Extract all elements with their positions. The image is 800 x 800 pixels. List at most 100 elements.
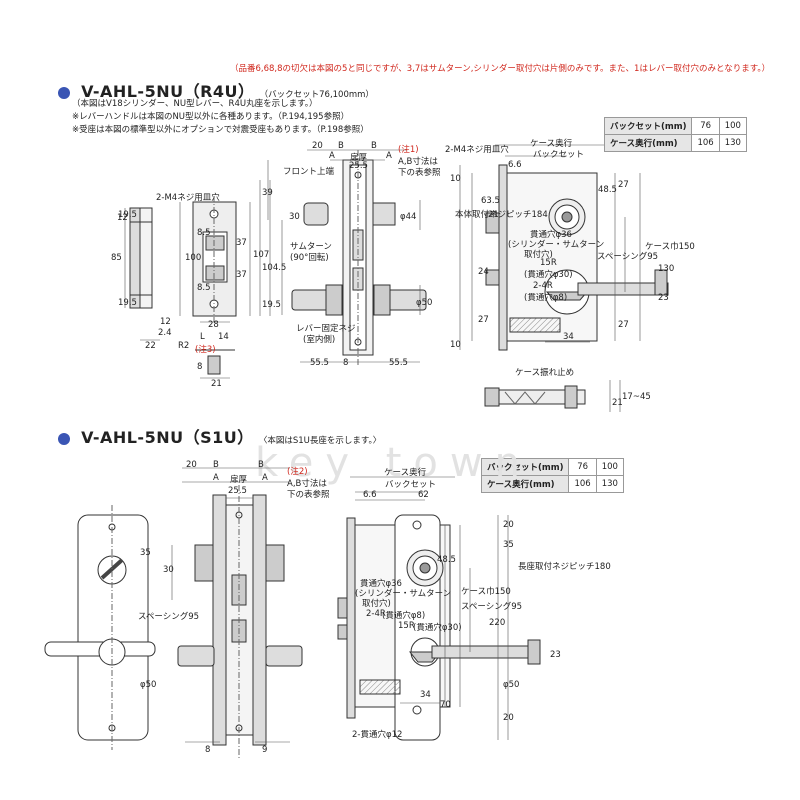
edge-dimension-lines-2 [171,467,290,743]
dim-22: 22 [145,341,156,351]
spec-table-bottom: バックセット(mm) 76 100 ケース奥行(mm) 106 130 [480,458,624,493]
table-cell-label: ケース奥行(mm) [603,134,693,152]
section2-desc: 〈本図はS1U長座を示します。〉 [258,436,382,446]
section1-header: V-AHL-5NU（R4U） （バックセット76,100mm） [58,78,374,102]
table-row: バックセット(mm) 76 100 [603,117,747,135]
dim-R2: R2 [178,341,190,351]
label-m4-screw: 2-M4ネジ用皿穴 [156,193,220,203]
dim-8: 8 [197,362,203,372]
dim-34: 34 [563,332,574,342]
dim-6-6: 6.6 [508,160,522,170]
table-cell: 130 [595,475,624,493]
dim-30-2: 30 [163,565,174,575]
dim-10b: 10 [450,340,461,350]
label-spacing95-2: スペーシング95 [138,612,200,622]
label-ab-note1: A,B寸法は [398,157,438,167]
lock-body-front-view-2 [337,514,541,741]
dim-62: 62 [418,490,429,500]
dim-100: 100 [185,253,202,263]
dim-55-5b: 55.5 [389,358,408,368]
dim-8-2: 8 [205,745,211,755]
dim-20b: 20 [503,520,514,530]
label-ab-note2-2: 下の表参照 [287,490,330,500]
label-cyl-thumb2-2: 取付穴) [362,599,391,609]
label-spacing95-3: スペーシング95 [461,602,523,612]
label-thumbturn: サムターン [290,242,332,252]
label-ab-note1-2: A,B寸法は [287,479,327,489]
table-cell-label: ケース奥行(mm) [480,475,570,493]
dim-23-2: 23 [550,650,561,660]
dim-17-45: 17~45 [622,392,651,402]
dim-130: 130 [658,264,675,274]
table-cell-label: バックセット(mm) [480,458,570,476]
dim-21: 21 [211,379,222,389]
dim-50-3: φ50 [503,680,520,690]
label-lever-screw: レバー固定ネジ [296,324,356,334]
section1-desc: （本図はV18シリンダー、NU型レバー、R4U丸座を示します。） [72,99,318,109]
lock-body-front-view [485,164,669,351]
note3-red: (注3) [195,345,216,355]
dim-21c: 21 [612,398,623,408]
dim-55-5a: 55.5 [310,358,329,368]
label-m4-screw-2: 2-M4ネジ用皿穴 [445,145,509,155]
top-note: （品番6,68,8の切欠は本図の5と同じですが、3,7はサムターン,シリンダー取… [230,64,771,74]
label-r2-4-2: 2-4R [366,609,386,619]
dim-50: φ50 [416,298,433,308]
section1-note2: ※受座は本図の標準型以外にオプションで対震受座もあります。（P.198参照） [72,125,369,135]
dim-8-5a: 8.5 [197,228,211,238]
section1-backset: （バックセット76,100mm） [259,90,374,100]
label-ab-note2: 下の表参照 [398,168,441,178]
lock-edge-view [291,150,427,365]
dim-21b: 21 [488,210,499,220]
strike-plate-side-view [129,207,153,309]
label-two-hole12: 2-貫通穴φ12 [352,730,403,740]
dim-37a: 37 [236,238,247,248]
front-dimension-lines-2 [350,476,509,740]
dim-19-5c: 19.5 [262,300,281,310]
dim-B2-2: B [258,460,264,470]
dim-10a: 10 [450,174,461,184]
label-case-stop: ケース振れ止め [515,368,575,378]
dim-L: L [200,332,205,342]
strike-dimension-lines [124,180,271,379]
watermark: key town [255,440,532,486]
dim-A-2: A [213,473,219,483]
dim-9: 9 [262,745,268,755]
label-fusatsu: 扉厚 [350,153,368,163]
note2-red: (注2) [287,467,308,477]
label-case-depth-2: ケース奥行 [384,468,427,478]
label-through-hole30: (貫通穴φ30) [524,270,573,280]
table-row: ケース奥行(mm) 106 130 [603,134,747,152]
label-thumbturn-rot: (90°回転) [290,253,329,263]
dim-48-5-2: 48.5 [437,555,456,565]
section-bullet-icon [58,86,70,99]
label-cyl-thumb-2: (シリンダー・サムターン [355,589,452,599]
dim-50-2: φ50 [140,680,157,690]
dim-35a: 35 [140,548,151,558]
dim-2-4: 2.4 [158,328,172,338]
label-r15: 15R [540,258,557,268]
section-bullet-icon [58,432,70,445]
dim-B: B [338,141,344,151]
dim-34-2: 34 [420,690,431,700]
dim-20c: 20 [503,713,514,723]
label-through-hole8: (貫通穴φ8) [524,293,568,303]
lock-edge-view-2 [177,485,303,760]
note1-red: (注1) [398,145,419,155]
dim-A2-2: A [262,473,268,483]
section2-title: V-AHL-5NU（S1U） [81,428,254,447]
dim-8-5b: 8.5 [197,283,211,293]
dim-220: 220 [489,618,506,628]
dim-35b: 35 [503,540,514,550]
table-row: ケース奥行(mm) 106 130 [480,475,624,493]
section1-title: V-AHL-5NU（R4U） [81,82,255,101]
label-backset: バックセット [533,150,585,160]
label-body-pitch180: 長座取付ネジピッチ180 [518,562,611,572]
dim-B2: B [371,141,377,151]
dim-27c: 27 [478,315,489,325]
dim-27b: 27 [618,320,629,330]
dim-37b: 37 [236,270,247,280]
spec-table-top: バックセット(mm) 76 100 ケース奥行(mm) 106 130 [603,117,747,152]
label-through-hole30-2: (貫通穴φ30) [413,623,462,633]
dim-85: 85 [111,253,122,263]
